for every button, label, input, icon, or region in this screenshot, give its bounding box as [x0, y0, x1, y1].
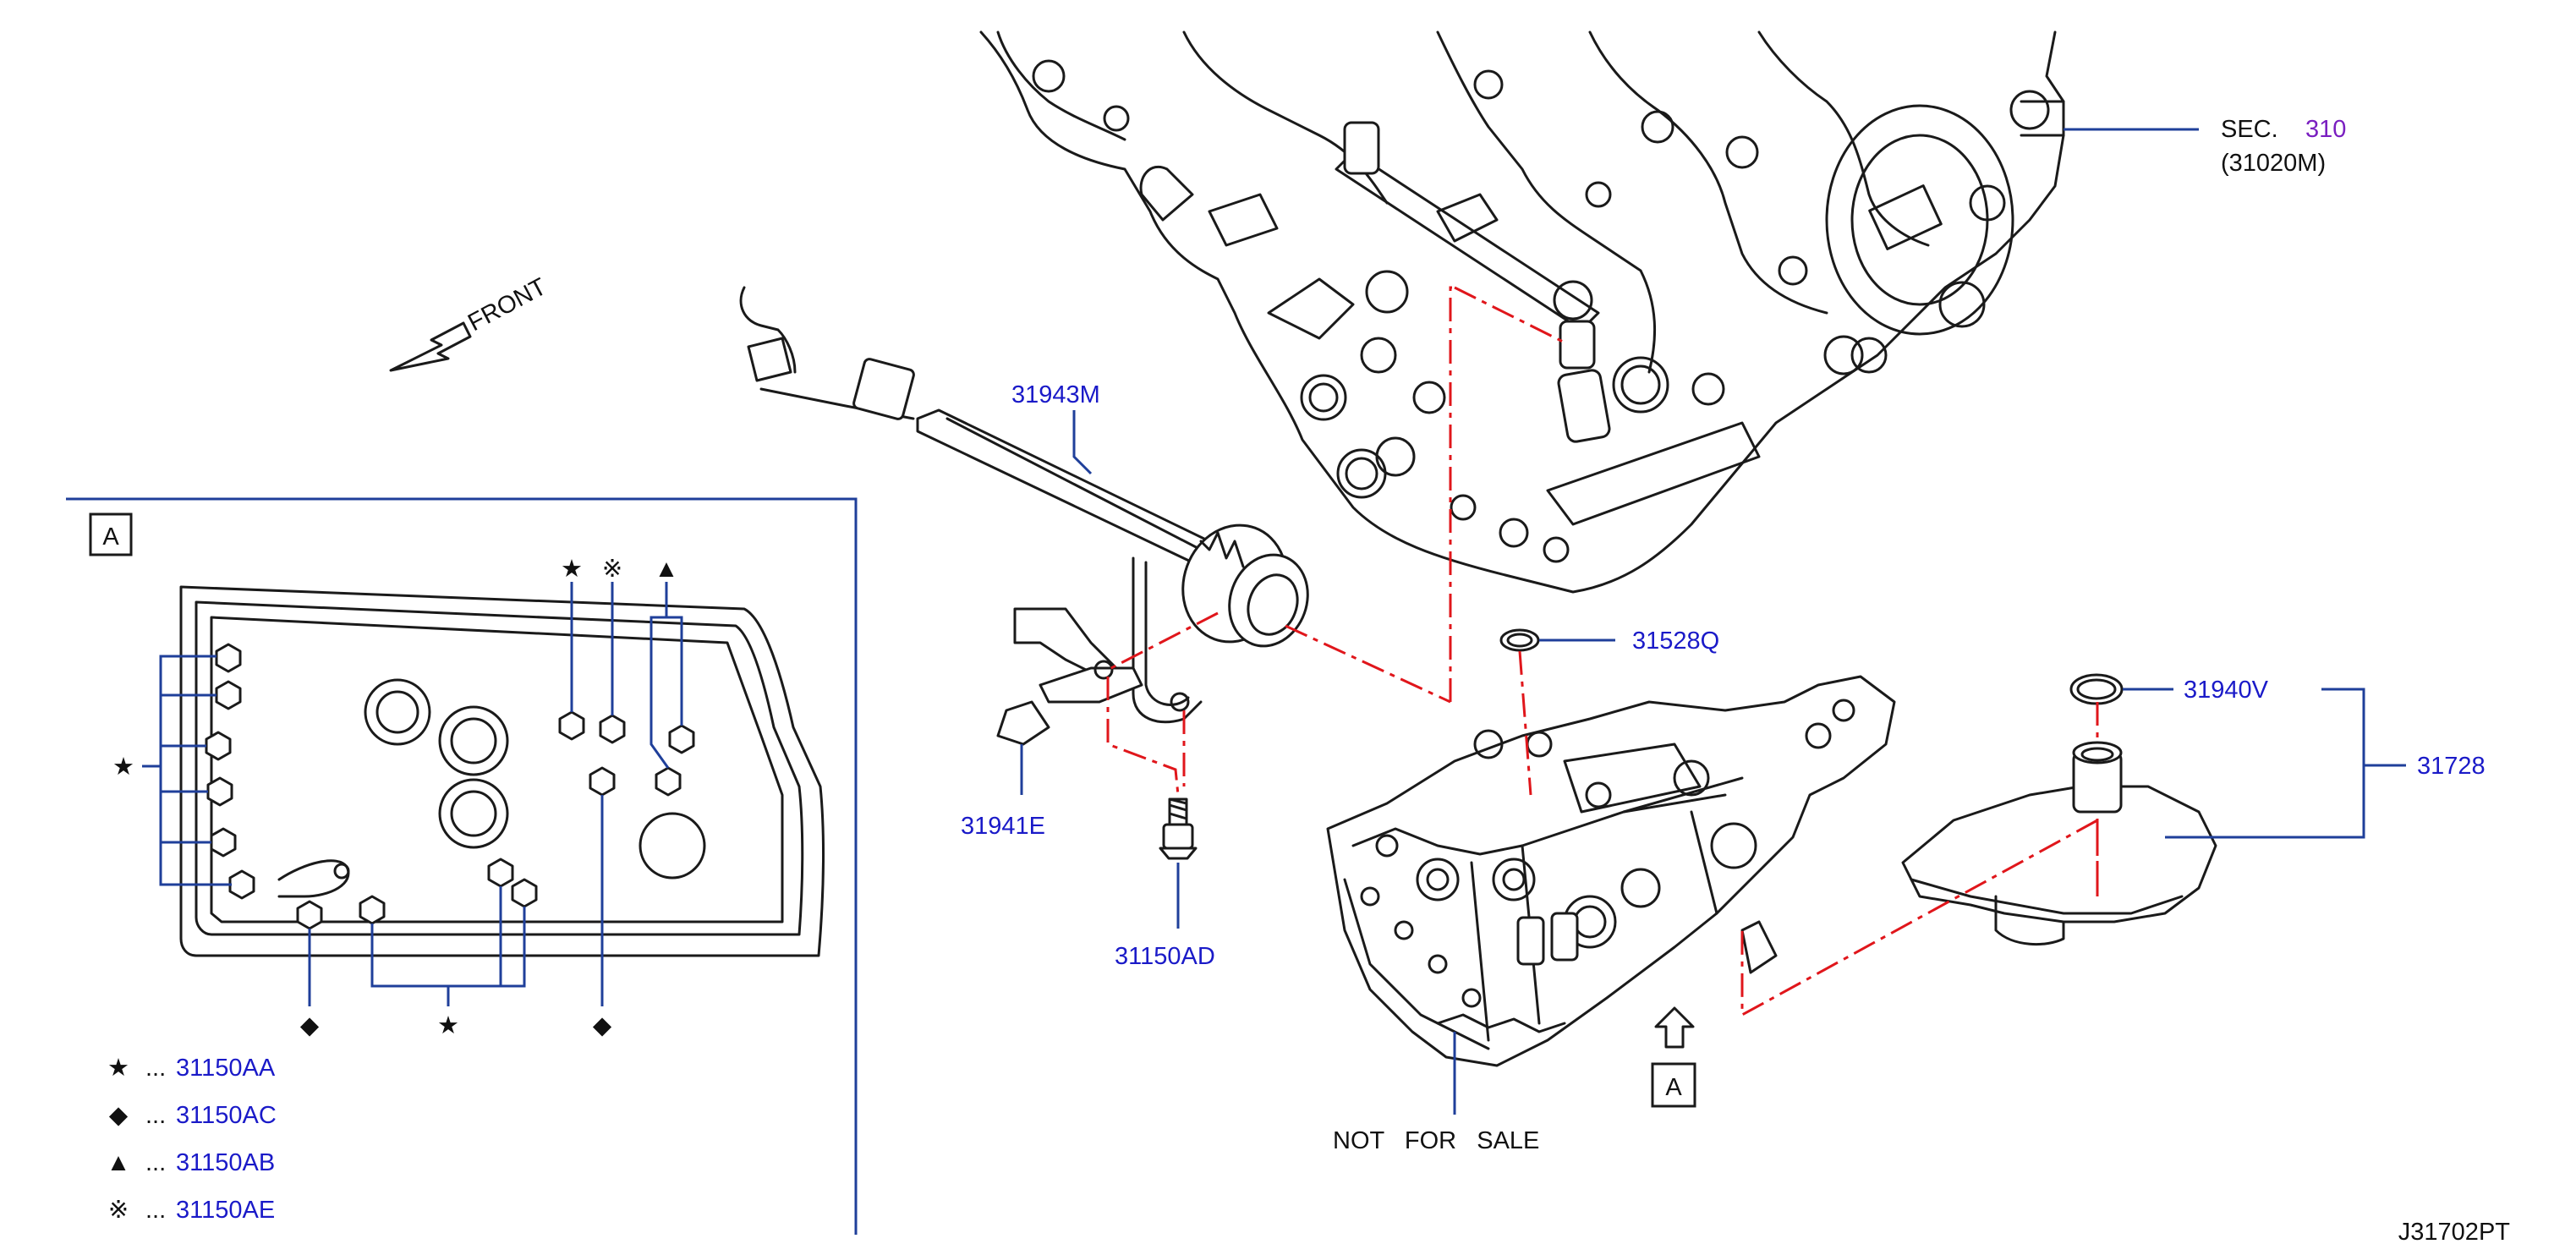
callout-oring-small: 31528Q: [1632, 628, 1719, 655]
legend-dots-1: ...: [145, 1102, 166, 1129]
not-for-sale-label: NOT FOR SALE: [1333, 1127, 1539, 1154]
bracket: [996, 556, 1203, 746]
oring-small: [1499, 628, 1540, 652]
legend-dots-3: ...: [145, 1197, 166, 1224]
section-part: (31020M): [2221, 150, 2326, 177]
detail-star-left: ★: [112, 754, 134, 781]
view-a-marker-box: [1651, 1062, 1696, 1108]
callout-harness: 31943M: [1011, 381, 1100, 408]
diagram-id: J31702PT: [2398, 1219, 2510, 1246]
view-a-panel: A: [66, 497, 858, 1235]
section-prefix: SEC.: [2221, 116, 2278, 143]
view-a-letter: A: [102, 523, 119, 551]
detail-diamond-right: ◆: [593, 1012, 612, 1039]
detail-star-bottom: ★: [437, 1012, 459, 1039]
legend-symbol-3: ※: [108, 1197, 129, 1224]
callout-bolt: 31150AD: [1115, 943, 1215, 970]
legend-dots-2: ...: [145, 1149, 166, 1176]
view-a-box: [89, 512, 133, 556]
legend: ★ ... 31150AA ◆ ... 31150AC ▲ ... 31150A…: [107, 1055, 277, 1224]
up-arrow-icon: [1654, 1006, 1695, 1049]
phantom-lines: [1106, 286, 2099, 1017]
hex-bolts: [205, 643, 695, 930]
detail-star-top: ★: [561, 556, 583, 583]
harness-assembly: [739, 286, 1309, 648]
front-arrow-icon: [389, 321, 472, 372]
legend-part-3: 31150AE: [176, 1197, 275, 1224]
view-a-marker-letter: A: [1665, 1074, 1682, 1101]
detail-diamond-left: ◆: [300, 1012, 320, 1039]
legend-symbol-2: ▲: [107, 1149, 131, 1176]
leader-lines: [1020, 128, 2406, 1115]
detail-kome-top: ※: [602, 556, 622, 583]
transmission-case: [979, 30, 2065, 594]
legend-symbol-0: ★: [107, 1055, 129, 1082]
view-a-marker: A: [1651, 1006, 1696, 1108]
legend-part-0: 31150AA: [176, 1055, 276, 1082]
legend-part-2: 31150AB: [176, 1149, 275, 1176]
callout-bracket: 31941E: [961, 813, 1045, 840]
section-number: 310: [2305, 116, 2346, 143]
detail-triangle-top: ▲: [655, 556, 679, 583]
legend-part-1: 31150AC: [176, 1102, 277, 1129]
control-valve: [1326, 675, 1896, 1067]
bolt: [1159, 797, 1198, 860]
oil-strainer: [1901, 673, 2217, 946]
front-label: FRONT: [463, 273, 551, 337]
callout-strainer-assy: 31728: [2417, 753, 2486, 780]
legend-symbol-1: ◆: [109, 1102, 129, 1129]
callout-oring-strainer: 31940V: [2184, 677, 2269, 704]
legend-dots-0: ...: [145, 1055, 166, 1082]
